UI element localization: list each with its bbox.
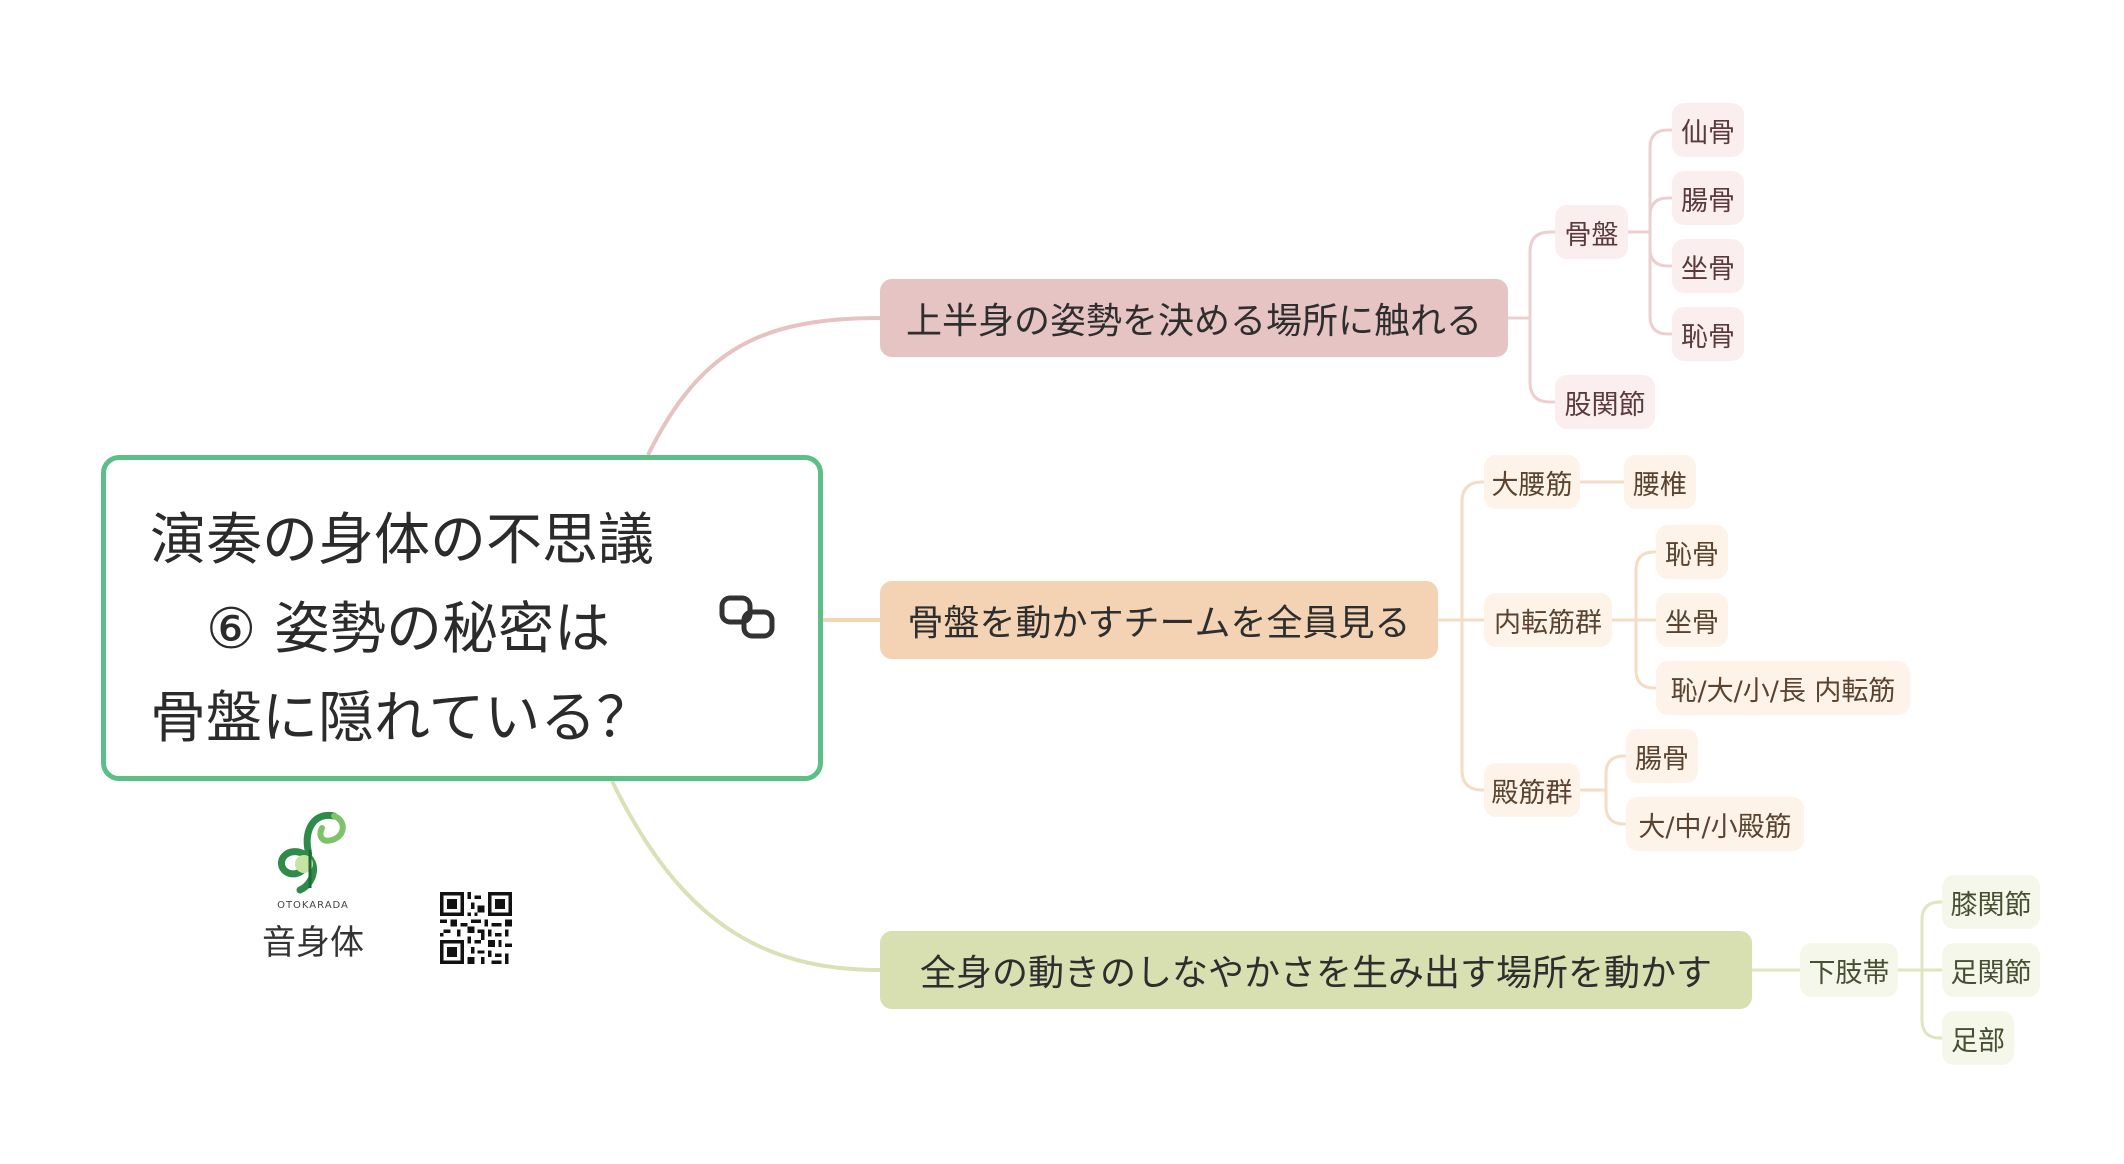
subtopic-hip-joint[interactable]: 股関節 bbox=[1555, 375, 1655, 429]
leaf-pubis[interactable]: 恥骨 bbox=[1672, 307, 1744, 361]
qr-code-icon[interactable] bbox=[440, 892, 512, 964]
leaf-sacrum[interactable]: 仙骨 bbox=[1672, 103, 1744, 157]
branch-3-label: 全身の動きのしなやかさを生み出す場所を動かす bbox=[919, 953, 1712, 994]
connectors-branch-2 bbox=[1438, 480, 1656, 826]
leaf-label: 腸骨 bbox=[1681, 185, 1735, 217]
leaf-label: 恥骨 bbox=[1665, 539, 1719, 571]
branch-1[interactable]: 上半身の姿勢を決める場所に触れる bbox=[880, 279, 1508, 357]
logo-roman-text: OTOKARADA bbox=[277, 900, 349, 911]
leaf-ischium-2[interactable]: 坐骨 bbox=[1656, 593, 1728, 647]
connectors-branch-1 bbox=[1508, 128, 1672, 404]
leaf-ilium-2[interactable]: 腸骨 bbox=[1626, 729, 1698, 783]
leaf-label: 足関節 bbox=[1950, 957, 2032, 989]
treble-clef-logo-icon bbox=[278, 812, 346, 894]
leaf-label: 仙骨 bbox=[1681, 117, 1735, 149]
leaf-knee-joint[interactable]: 膝関節 bbox=[1942, 875, 2040, 929]
leaf-label: 坐骨 bbox=[1665, 607, 1719, 639]
leaf-foot[interactable]: 足部 bbox=[1942, 1011, 2014, 1065]
subtopic-gluteals[interactable]: 殿筋群 bbox=[1484, 763, 1580, 817]
connector-central-branch-3 bbox=[610, 780, 881, 972]
connectors-branch-3 bbox=[1752, 900, 1942, 1040]
leaf-ischium[interactable]: 坐骨 bbox=[1672, 239, 1744, 293]
subtopic-psoas-major[interactable]: 大腰筋 bbox=[1484, 455, 1580, 509]
otokarada-logo: OTOKARADA 音身体 bbox=[258, 810, 368, 963]
branch-1-label: 上半身の姿勢を決める場所に触れる bbox=[905, 301, 1482, 342]
subtopic-label: 股関節 bbox=[1564, 389, 1646, 421]
subtopic-adductors[interactable]: 内転筋群 bbox=[1484, 593, 1612, 647]
subtopic-label: 下肢帯 bbox=[1808, 957, 1890, 989]
leaf-adductor-muscles[interactable]: 恥/大/小/長 内転筋 bbox=[1656, 661, 1910, 715]
link-icon[interactable] bbox=[718, 594, 778, 642]
leaf-pubis-2[interactable]: 恥骨 bbox=[1656, 525, 1728, 579]
leaf-label: 腰椎 bbox=[1633, 469, 1687, 501]
leaf-label: 恥骨 bbox=[1681, 321, 1735, 353]
subtopic-lower-limb-girdle[interactable]: 下肢帯 bbox=[1800, 943, 1898, 997]
connector-central-branch-1 bbox=[646, 316, 881, 456]
branch-2-label: 骨盤を動かすチームを全員見る bbox=[907, 603, 1411, 644]
central-topic-title: 演奏の身体の不思議 ⑥ 姿勢の秘密は 骨盤に隠れている？ bbox=[150, 508, 654, 751]
branch-2[interactable]: 骨盤を動かすチームを全員見る bbox=[880, 581, 1438, 659]
subtopic-pelvis[interactable]: 骨盤 bbox=[1555, 205, 1628, 259]
leaf-label: 足部 bbox=[1951, 1025, 2005, 1057]
logo-name: 音身体 bbox=[262, 923, 364, 963]
subtopic-label: 殿筋群 bbox=[1491, 777, 1573, 809]
branch-3[interactable]: 全身の動きのしなやかさを生み出す場所を動かす bbox=[880, 931, 1752, 1009]
subtopic-label: 大腰筋 bbox=[1491, 469, 1573, 501]
leaf-label: 膝関節 bbox=[1950, 889, 2032, 921]
leaf-ankle-joint[interactable]: 足関節 bbox=[1942, 943, 2040, 997]
leaf-lumbar[interactable]: 腰椎 bbox=[1624, 455, 1696, 509]
subtopic-label: 骨盤 bbox=[1564, 219, 1619, 251]
leaf-label: 腸骨 bbox=[1635, 743, 1689, 775]
leaf-ilium[interactable]: 腸骨 bbox=[1672, 171, 1744, 225]
subtopic-label: 内転筋群 bbox=[1494, 607, 1602, 639]
leaf-label: 坐骨 bbox=[1681, 253, 1735, 285]
leaf-label: 恥/大/小/長 内転筋 bbox=[1670, 675, 1896, 707]
central-topic[interactable]: 演奏の身体の不思議 ⑥ 姿勢の秘密は 骨盤に隠れている？ bbox=[101, 455, 823, 781]
leaf-gluteal-muscles[interactable]: 大/中/小殿筋 bbox=[1626, 797, 1804, 851]
leaf-label: 大/中/小殿筋 bbox=[1638, 811, 1792, 843]
